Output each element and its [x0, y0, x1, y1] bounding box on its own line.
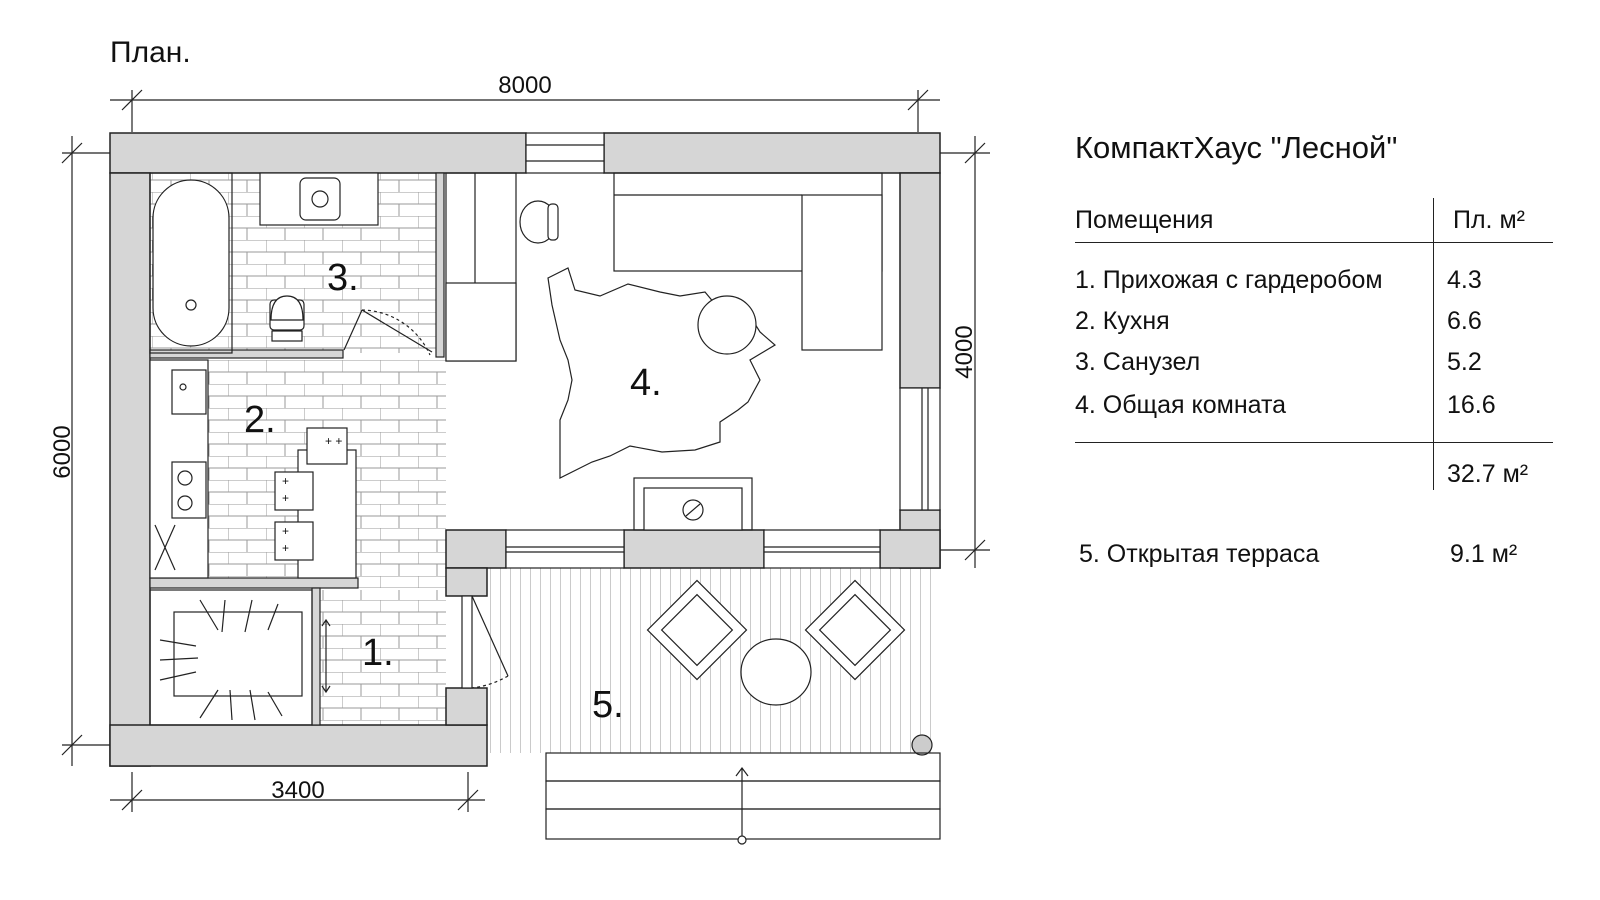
partitions — [149, 172, 445, 726]
room-name: 3. Санузел — [1075, 348, 1201, 376]
svg-text:+: + — [282, 491, 289, 505]
room-name: 4. Общая комната — [1075, 391, 1287, 419]
svg-text:+ +: + + — [325, 434, 342, 448]
bathroom-fixtures — [149, 172, 433, 356]
room-marker-3: 3. — [327, 257, 359, 299]
room-area: 4.3 — [1447, 266, 1482, 294]
project-title: КомпактХаус "Лесной" — [1075, 130, 1398, 165]
terrace-name: 5. Открытая терраса — [1079, 540, 1320, 568]
room-name: 2. Кухня — [1075, 307, 1170, 335]
svg-text:+: + — [282, 541, 289, 555]
walls — [109, 132, 941, 767]
svg-text:+: + — [282, 524, 289, 538]
room-marker-1: 1. — [362, 632, 394, 674]
terrace-area: 9.1 м² — [1450, 540, 1518, 568]
room-marker-4: 4. — [630, 362, 662, 404]
table-divider-bottom — [1075, 442, 1553, 443]
room-marker-2: 2. — [244, 399, 276, 441]
kitchen-fixtures: + + + + + + — [149, 359, 357, 579]
dim-overall-width: 8000 — [498, 72, 551, 99]
room-row-1: 1. Прихожая с гардеробом 4.3 — [1075, 266, 1553, 306]
table-divider-top — [1075, 242, 1553, 243]
room-area: 16.6 — [1447, 391, 1496, 419]
dim-overall-height: 6000 — [49, 425, 76, 478]
room-row-4: 4. Общая комната 16.6 — [1075, 391, 1553, 431]
table-column-divider — [1433, 198, 1434, 490]
room-name: 1. Прихожая с гардеробом — [1075, 266, 1383, 294]
table-header-rooms: Помещения — [1075, 206, 1214, 234]
wardrobe — [149, 589, 331, 726]
table-header-area: Пл. м² — [1453, 206, 1525, 234]
windows — [505, 132, 941, 569]
room-row-3: 3. Санузел 5.2 — [1075, 348, 1553, 388]
svg-text:+: + — [282, 474, 289, 488]
terrace-furniture — [545, 579, 941, 845]
total-area: 32.7 м² — [1447, 460, 1529, 488]
entrance-door — [461, 595, 509, 689]
hall-floor — [318, 590, 446, 725]
page-title: План. — [110, 36, 191, 69]
living-room-furniture — [445, 172, 883, 531]
dim-room-height: 4000 — [951, 325, 978, 378]
room-area: 6.6 — [1447, 307, 1482, 335]
room-row-2: 2. Кухня 6.6 — [1075, 307, 1553, 347]
room-marker-5: 5. — [592, 684, 624, 726]
room-area: 5.2 — [1447, 348, 1482, 376]
dim-left-width: 3400 — [271, 777, 324, 804]
dimension-lines — [61, 89, 990, 812]
